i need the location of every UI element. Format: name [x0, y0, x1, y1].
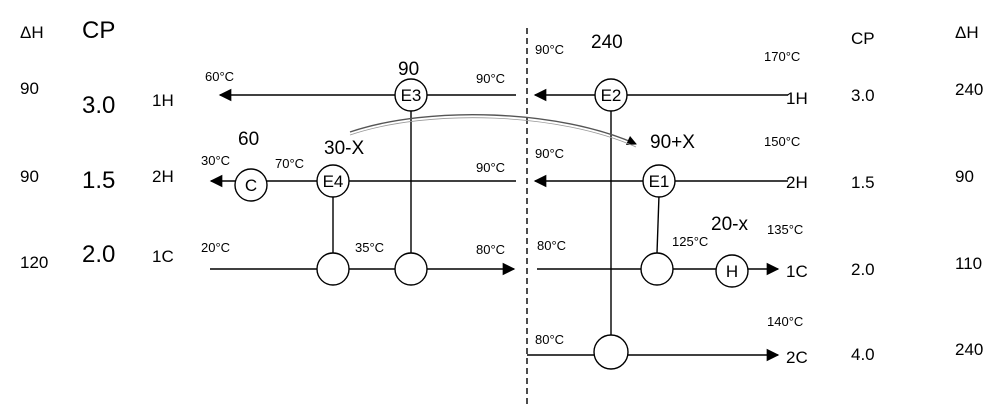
right-cp-2c: 4.0	[851, 345, 875, 364]
exchanger-e1-cold-circle	[640, 252, 674, 286]
exchanger-e2-circle	[594, 78, 628, 112]
left-stream-1c: 1C	[152, 247, 174, 266]
temp-2h-left-pinch: 90°C	[476, 160, 505, 175]
temp-1h-left-end: 60°C	[205, 69, 234, 84]
left-cp-1c: 2.0	[82, 241, 115, 268]
exchanger-e4-circle	[316, 164, 350, 198]
exchanger-e4-cold-circle	[316, 252, 350, 286]
left-stream-2h: 2H	[152, 167, 174, 186]
duty-e1: 90+X	[650, 132, 695, 153]
exchanger-e3-cold-circle	[394, 252, 428, 286]
duty-heater: 20-x	[711, 214, 748, 235]
exchanger-e3-circle	[394, 78, 428, 112]
exchanger-e3-label: E3	[401, 86, 422, 105]
exchanger-e2-cold-circle	[593, 334, 629, 370]
right-cp-1c: 2.0	[851, 260, 875, 279]
heater-label: H	[726, 262, 738, 281]
right-dh-header: ΔH	[955, 23, 979, 42]
right-cp-header: CP	[851, 29, 875, 48]
right-cp-1h: 3.0	[851, 86, 875, 105]
right-stream-2c: 2C	[786, 348, 808, 367]
right-dh-1h: 240	[955, 80, 983, 99]
left-dh-header: ΔH	[20, 23, 44, 42]
temp-1h-supply: 170°C	[764, 49, 800, 64]
right-cp-2h: 1.5	[851, 173, 875, 192]
right-stream-1h: 1H	[786, 89, 808, 108]
left-cp-header: CP	[82, 17, 115, 44]
right-stream-1c: 1C	[786, 262, 808, 281]
duty-e3: 90	[398, 59, 419, 80]
right-stream-2h: 2H	[786, 173, 808, 192]
duty-e2: 240	[591, 32, 623, 53]
temp-2h-supply: 150°C	[764, 134, 800, 149]
temp-2h-after-e4: 70°C	[275, 156, 304, 171]
exchanger-e4-label: E4	[323, 172, 344, 191]
left-dh-2h: 90	[20, 167, 39, 186]
left-dh-1h: 90	[20, 79, 39, 98]
temp-1c-left-pinch: 80°C	[476, 242, 505, 257]
right-dh-2c: 240	[955, 340, 983, 359]
duty-e4: 30-X	[324, 138, 364, 159]
temp-2h-left-end: 30°C	[201, 153, 230, 168]
temp-2c-supply: 80°C	[535, 332, 564, 347]
left-cp-2h: 1.5	[82, 167, 115, 194]
temp-1h-left-pinch: 90°C	[476, 71, 505, 86]
temp-1c-before-heater: 125°C	[672, 234, 708, 249]
cooler-label: C	[245, 176, 257, 195]
right-dh-2h: 90	[955, 167, 974, 186]
temp-1c-right-pinch: 80°C	[537, 238, 566, 253]
temp-1c-mid: 35°C	[355, 240, 384, 255]
temp-1c-target: 135°C	[767, 222, 803, 237]
duty-cooler: 60	[238, 129, 259, 150]
exchanger-e2-label: E2	[601, 86, 622, 105]
load-shift-arrow	[349, 113, 637, 145]
exchanger-e1-circle	[642, 164, 676, 198]
connector-e1	[656, 194, 660, 254]
temp-1c-supply: 20°C	[201, 240, 230, 255]
left-dh-1c: 120	[20, 253, 48, 272]
heater-circle	[715, 254, 749, 288]
temp-1h-right-pinch: 90°C	[535, 42, 564, 57]
right-dh-1c: 110	[955, 254, 982, 273]
cooler-circle	[234, 168, 268, 202]
left-stream-1h: 1H	[152, 91, 174, 110]
temp-2h-right-pinch: 90°C	[535, 146, 564, 161]
exchanger-e1-label: E1	[649, 172, 670, 191]
left-cp-1h: 3.0	[82, 92, 115, 119]
temp-2c-target: 140°C	[767, 314, 803, 329]
